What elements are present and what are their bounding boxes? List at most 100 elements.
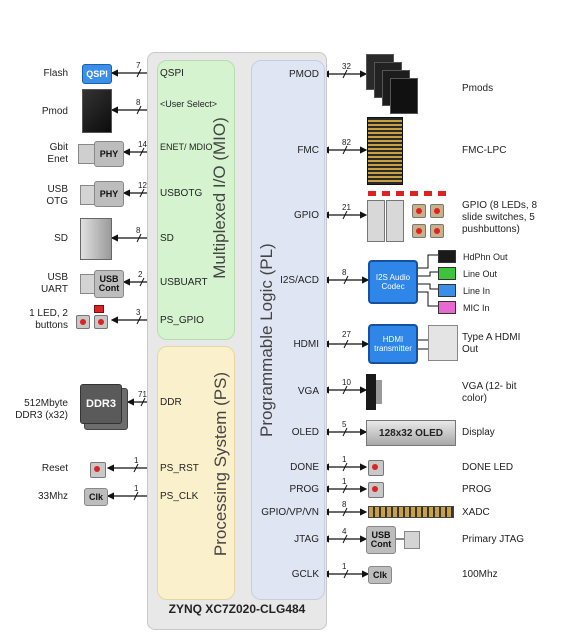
xadc-bus-width: 8: [342, 500, 347, 509]
hdmi-port-icon: [428, 325, 458, 361]
oled-signal: OLED: [291, 427, 319, 438]
headphone-out-label: HdPhn Out: [463, 252, 508, 262]
slide-switch-2-icon[interactable]: [386, 200, 404, 242]
led-buttons-label: 1 LED, 2 buttons: [29, 308, 68, 331]
ps-clk-bus-width: 1: [134, 484, 139, 493]
prog-bus-width: 1: [342, 477, 347, 486]
ps-button-2-icon[interactable]: [94, 315, 108, 329]
vga-signal: VGA: [297, 386, 319, 397]
fmc-bus-width: 82: [342, 138, 351, 147]
ps-clock-chip: Clk: [84, 488, 108, 506]
vga-connector-icon: [366, 374, 376, 410]
ddr3-label: 512Mbyte DDR3 (x32): [15, 398, 68, 421]
qspi-signal: QSPI: [160, 68, 184, 79]
done-signal: DONE: [290, 462, 319, 473]
mio-title: Multiplexed I/O (MIO): [210, 117, 229, 279]
gbit-enet-label: Gbit Enet: [47, 142, 68, 165]
ps-button-1-icon[interactable]: [76, 315, 90, 329]
xadc-header: [368, 506, 454, 518]
vga-connector-shell: [376, 380, 382, 404]
pmod-connector-4: [390, 78, 418, 114]
mio-region: [157, 60, 235, 340]
vga-bus-width: 10: [342, 378, 351, 387]
pushbutton-4-icon[interactable]: [430, 224, 444, 238]
audio-codec-chip: I2S Audio Codec: [368, 260, 418, 304]
prog-button-icon[interactable]: [368, 482, 384, 498]
oled-bus-width: 5: [342, 420, 347, 429]
sd-card-slot-icon: [80, 218, 112, 260]
gpio-label: GPIO (8 LEDs, 8 slide switches, 5 pushbu…: [462, 200, 538, 235]
usb-uart-label: USB UART: [40, 272, 68, 295]
fmc-lpc-label: FMC-LPC: [462, 145, 507, 156]
primary-jtag-label: Primary JTAG: [462, 534, 525, 545]
user-select-signal: <User Select>: [160, 99, 218, 109]
line-out-label: Line Out: [463, 269, 498, 279]
sd-label: SD: [54, 233, 68, 244]
qspi-chip: QSPI: [82, 64, 112, 84]
ps-led-icon: [94, 305, 104, 313]
jtag-usb-jack-icon: [404, 531, 420, 549]
usb-otg-phy-chip: PHY: [94, 181, 124, 207]
pushbutton-2-icon[interactable]: [430, 204, 444, 218]
headphone-out-jack-icon: [438, 250, 456, 263]
pmods-label: Pmods: [462, 83, 494, 94]
enet-bus-width: 14: [138, 140, 147, 149]
reset-label: Reset: [41, 463, 68, 474]
line-out-jack-icon: [438, 267, 456, 280]
line-in-jack-icon: [438, 284, 456, 297]
done-bus-width: 1: [342, 455, 347, 464]
prog-signal: PROG: [289, 484, 319, 495]
usb-uart-controller-chip: USB Cont: [94, 270, 124, 298]
usb-otg-bus-width: 12: [138, 181, 147, 190]
hdmi-bus-width: 27: [342, 330, 351, 339]
hdmi-signal: HDMI: [293, 339, 319, 350]
done-led-label: DONE LED: [462, 462, 514, 473]
fmc-signal: FMC: [297, 145, 319, 156]
pmod-signal: PMOD: [289, 69, 319, 80]
line-in-label: Line In: [463, 286, 491, 296]
pmods-bus-width: 32: [342, 62, 351, 71]
ps-rst-signal: PS_RST: [160, 463, 199, 474]
xadc-label: XADC: [462, 507, 490, 518]
oled-display: 128x32 OLED: [366, 420, 456, 446]
ps-clock-label: 33Mhz: [37, 491, 68, 502]
usbuart-signal: USBUART: [160, 277, 208, 288]
flash-bus-width: 7: [136, 61, 141, 70]
slide-switch-1-icon[interactable]: [367, 200, 385, 242]
pmod-connector: [82, 89, 112, 133]
fmc-connector: [367, 117, 403, 185]
gpio-signal: GPIO: [293, 210, 319, 221]
jtag-usb-controller-chip: USB Cont: [366, 526, 396, 554]
flash-label: Flash: [43, 68, 68, 79]
pmod-label: Pmod: [41, 106, 68, 117]
usb-uart-bus-width: 2: [138, 270, 143, 279]
ps-gpio-signal: PS_GPIO: [160, 315, 204, 326]
ps-clk-signal: PS_CLK: [160, 491, 199, 502]
usbotg-signal: USBOTG: [160, 188, 203, 199]
enet-mdio-signal: ENET/ MDIO: [160, 142, 213, 152]
gclk-clock-chip: Clk: [368, 566, 392, 584]
gclk-signal: GCLK: [291, 569, 319, 580]
pushbutton-1-icon[interactable]: [412, 204, 426, 218]
vga-label: VGA (12- bit color): [462, 381, 517, 404]
enet-phy-chip: PHY: [94, 141, 124, 167]
reset-button-icon[interactable]: [90, 462, 106, 478]
i2s-bus-width: 8: [342, 268, 347, 277]
gclk-frequency-label: 100Mhz: [462, 569, 498, 580]
gpio-leds: [368, 191, 448, 196]
gpio-bus-width: 21: [342, 203, 351, 212]
hdmi-out-label: Type A HDMI Out: [462, 332, 521, 355]
sd-bus-width: 8: [136, 226, 141, 235]
mic-in-label: MIC In: [463, 303, 490, 313]
gclk-bus-width: 1: [342, 562, 347, 571]
pl-region: [251, 60, 325, 600]
ddr3-chip: DDR3: [80, 384, 122, 424]
done-led-icon: [368, 460, 384, 476]
pmod-bus-width: 8: [136, 98, 141, 107]
usb-otg-label: USB OTG: [46, 184, 68, 207]
pushbutton-3-icon[interactable]: [412, 224, 426, 238]
sd-signal: SD: [160, 233, 174, 244]
ddr-bus-width: 71: [138, 390, 147, 399]
i2s-adc-signal: I2S/ACD: [280, 275, 319, 286]
